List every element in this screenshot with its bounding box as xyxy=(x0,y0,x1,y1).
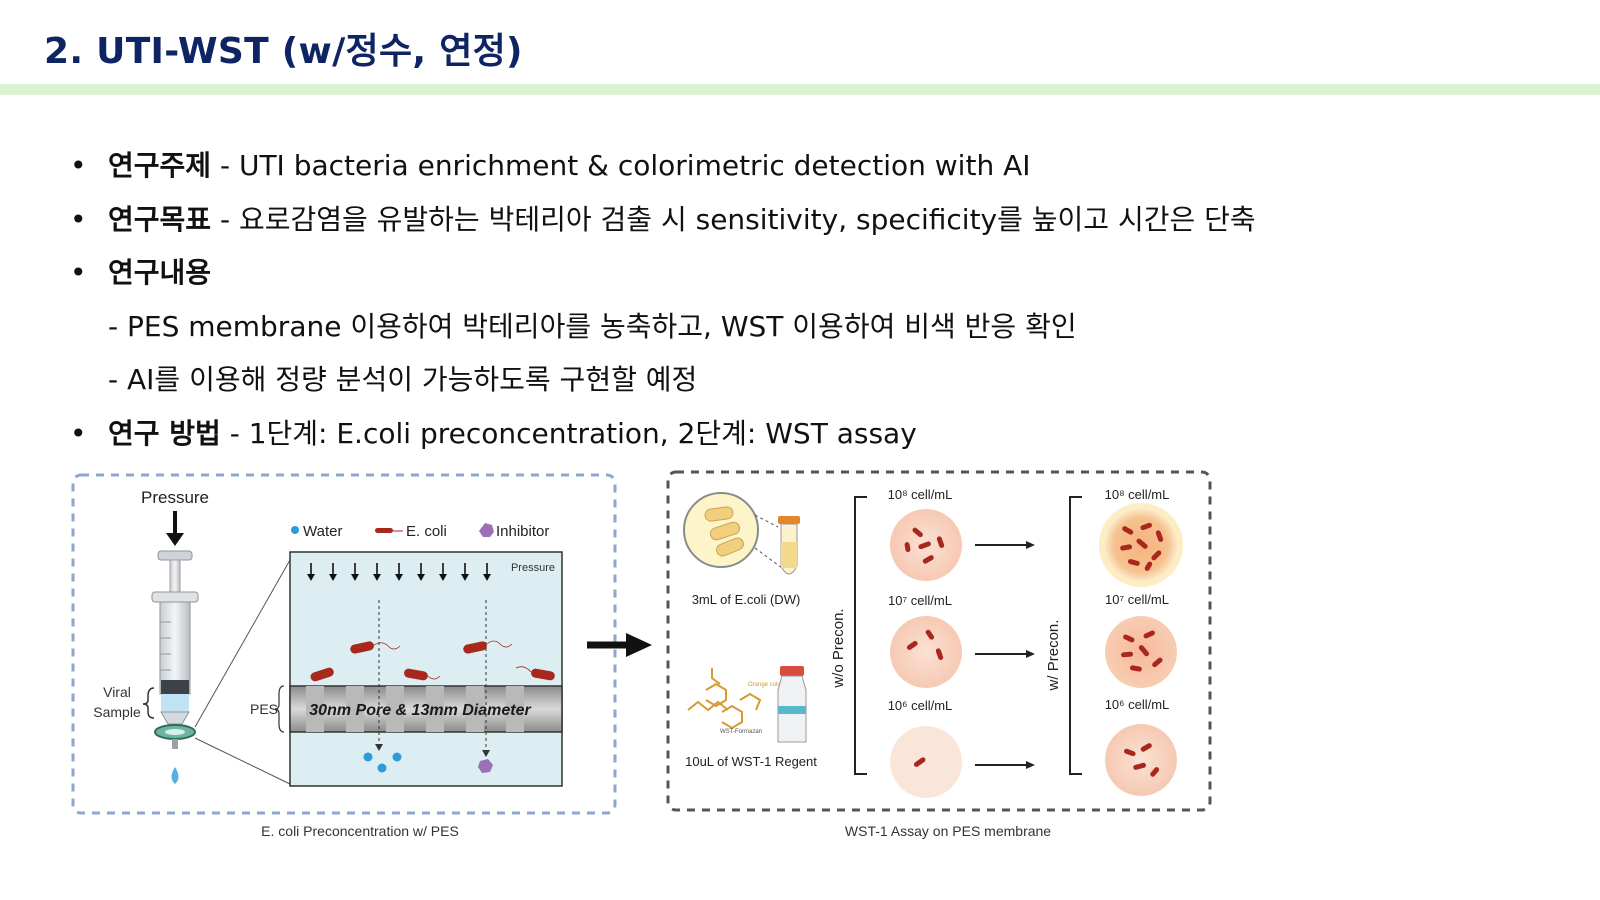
bullet-goal: • 연구목표 - 요로감염을 유발하는 박테리아 검출 시 sensitivit… xyxy=(70,200,1530,254)
filtrate-water xyxy=(363,752,402,773)
bullet-content-sub-1: - PES membrane 이용하여 박테리아를 농축하고, WST 이용하여… xyxy=(70,307,1530,361)
title-underline-bar xyxy=(0,84,1600,95)
conc-label-1e6-right: 10⁶ cell/mL xyxy=(1105,697,1170,712)
bullet-keyword: 연구내용 xyxy=(108,256,212,289)
with-preconcentration-group: w/ Precon. xyxy=(1045,496,1082,775)
filter-chamber: Pressure xyxy=(250,551,563,787)
bullet-text: - PES membrane 이용하여 박테리아를 농축하고, WST 이용하여… xyxy=(108,309,1077,343)
well-1e6-without xyxy=(890,726,962,798)
bullet-keyword: 연구 방법 xyxy=(108,416,221,450)
without-preconcentration-group: w/o Precon. xyxy=(830,496,867,775)
membrane-pores xyxy=(306,686,524,732)
bullet-keyword: 연구목표 xyxy=(108,202,212,236)
wst-assay-panel: 3mL of E.coli (DW) Orange color WST-Form… xyxy=(666,470,1212,839)
conc-label-1e8-right: 10⁸ cell/mL xyxy=(1105,487,1170,502)
conc-label-1e7-left: 10⁷ cell/mL xyxy=(888,593,952,608)
without-precon-label: w/o Precon. xyxy=(830,608,847,688)
slide-title: 2. UTI-WST (w/정수, 연정) xyxy=(44,31,523,72)
bullet-topic: • 연구주제 - UTI bacteria enrichment & color… xyxy=(70,146,1530,200)
viral-label: Viral xyxy=(103,684,131,700)
bullet-text: - 요로감염을 유발하는 박테리아 검출 시 sensitivity, spec… xyxy=(211,202,1256,236)
bullet-content: • 연구내용 xyxy=(70,253,1530,307)
bullet-keyword: 연구주제 xyxy=(108,149,212,182)
bullet-text: - AI를 이용해 정량 분석이 가능하도록 구현할 예정 xyxy=(108,363,698,396)
membrane-spec-text: 30nm Pore & 13mm Diameter xyxy=(309,702,531,719)
wst-note-1: Orange color xyxy=(748,682,783,688)
legend: Water E. coli Inhibitor xyxy=(291,523,549,540)
wst-reagent: Orange color WST-Formazan 10uL of WST-1 … xyxy=(685,666,817,769)
bullet-text: - UTI bacteria enrichment & colorimetric… xyxy=(211,149,1031,182)
with-precon-label: w/ Precon. xyxy=(1045,620,1062,692)
compare-arrows xyxy=(975,541,1035,769)
well-1e8-without xyxy=(890,509,962,581)
wst-note-2: WST-Formazan xyxy=(720,729,762,735)
bullet-marker: • xyxy=(70,149,87,182)
left-caption: E. coli Preconcentration w/ PES xyxy=(261,823,459,839)
ecoli-sample-label: 3mL of E.coli (DW) xyxy=(692,592,801,607)
conc-label-1e7-right: 10⁷ cell/mL xyxy=(1105,592,1169,607)
ecoli-culture-dish: 3mL of E.coli (DW) xyxy=(683,492,801,607)
filtrate-inhibitor xyxy=(478,759,493,773)
well-1e7-with xyxy=(1105,616,1177,688)
pes-label: PES xyxy=(250,701,278,717)
bullet-text: - 1단계: E.coli preconcentration, 2단계: WST… xyxy=(220,416,917,450)
ecoli-cells xyxy=(310,640,555,682)
inhibitor-legend-mark xyxy=(479,523,494,537)
pressure-label: Pressure xyxy=(141,488,209,507)
sample-label: Sample xyxy=(93,704,141,720)
well-1e6-with xyxy=(1105,724,1177,796)
right-caption: WST-1 Assay on PES membrane xyxy=(845,823,1051,839)
bullet-list: • 연구주제 - UTI bacteria enrichment & color… xyxy=(70,146,1530,467)
water-legend-dot xyxy=(291,526,299,534)
bullet-method: • 연구 방법 - 1단계: E.coli preconcentration, … xyxy=(70,414,1530,468)
bullet-content-sub-2: - AI를 이용해 정량 분석이 가능하도록 구현할 예정 xyxy=(70,360,1530,414)
ecoli-legend-mark xyxy=(375,528,393,533)
conc-label-1e6-left: 10⁶ cell/mL xyxy=(888,698,953,713)
bullet-marker: • xyxy=(70,256,87,289)
pressure-arrows xyxy=(307,563,491,581)
method-figure: Pressure Viral Sample xyxy=(71,470,1212,839)
chamber-pressure-label: Pressure xyxy=(511,562,555,574)
well-1e7-without xyxy=(890,616,962,688)
bullet-marker: • xyxy=(70,416,87,450)
wst-reagent-label: 10uL of WST-1 Regent xyxy=(685,754,817,769)
syringe-illustration: Pressure Viral Sample xyxy=(93,488,291,785)
inhibitor-legend-label: Inhibitor xyxy=(496,523,549,540)
step-arrow xyxy=(587,633,652,657)
well-1e8-with xyxy=(1099,503,1183,587)
bullet-marker: • xyxy=(70,202,87,236)
preconcentration-panel: Pressure Viral Sample xyxy=(71,473,617,839)
ecoli-legend-label: E. coli xyxy=(406,523,447,540)
conc-label-1e8-left: 10⁸ cell/mL xyxy=(888,487,953,502)
water-legend-label: Water xyxy=(303,523,342,540)
